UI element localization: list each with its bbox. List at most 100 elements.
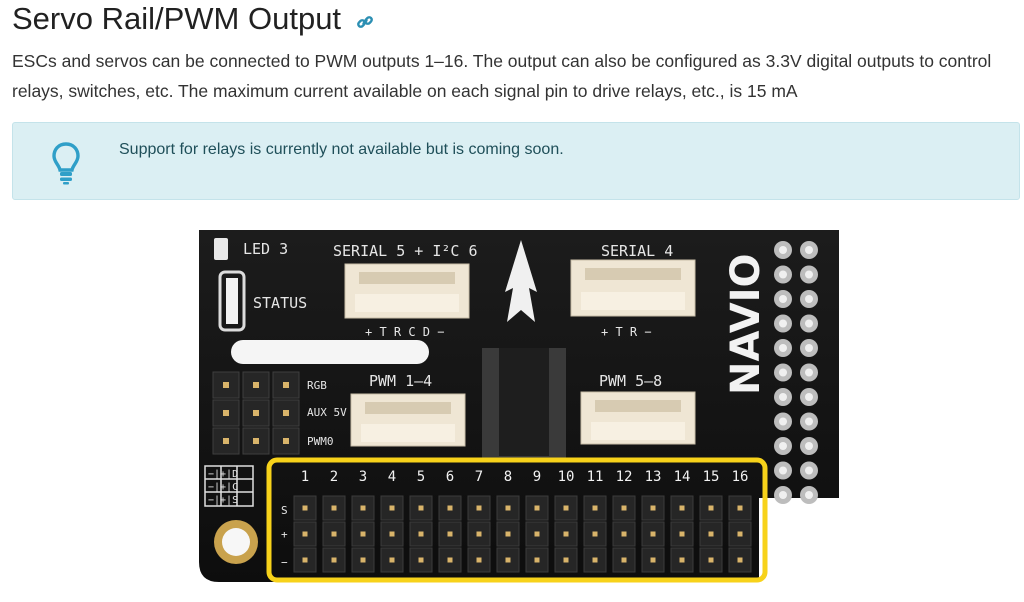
rail-number-5: 5 (417, 469, 425, 485)
aux-pin (223, 382, 229, 388)
pin-legend (204, 465, 254, 507)
rail-pin (360, 531, 366, 537)
rail-pin (389, 531, 395, 537)
rail-pin (360, 557, 366, 563)
aux-pin (283, 410, 289, 416)
aux-pin (223, 438, 229, 444)
rail-pin (331, 557, 337, 563)
rail-pin (592, 505, 598, 511)
rail-number-12: 12 (616, 469, 633, 485)
aux-pin (283, 438, 289, 444)
serial5-label: SERIAL 5 + I²C 6 (333, 242, 478, 260)
serial4-pin-labels: + T R − (601, 325, 652, 339)
rail-number-6: 6 (446, 469, 454, 485)
aux-pin (253, 382, 259, 388)
tip-callout: Support for relays is currently not avai… (12, 122, 1020, 200)
rail-pin (708, 531, 714, 537)
rail-pin (563, 531, 569, 537)
rail-number-15: 15 (703, 469, 720, 485)
gpio-hole (805, 466, 813, 475)
aux-pin (253, 438, 259, 444)
gpio-hole (805, 295, 813, 303)
serial5-connector (344, 263, 470, 319)
pwm14-label: PWM 1–4 (369, 372, 432, 390)
rail-row-plus: + (281, 528, 288, 541)
link-icon[interactable] (356, 2, 374, 40)
rail-pin (389, 557, 395, 563)
rail-pin (360, 505, 366, 511)
rail-pin (679, 557, 685, 563)
rail-number-11: 11 (587, 469, 604, 485)
rail-pin (737, 557, 743, 563)
rail-pin (708, 557, 714, 563)
gpio-hole (805, 319, 813, 328)
rail-pin (650, 505, 656, 511)
rail-number-2: 2 (330, 469, 338, 485)
tip-text: Support for relays is currently not avai… (119, 141, 564, 158)
rail-pin (563, 505, 569, 511)
rail-pin (621, 531, 627, 537)
gpio-hole (779, 442, 787, 450)
rail-number-8: 8 (504, 469, 512, 485)
aux-header (212, 371, 300, 455)
lightbulb-icon (51, 141, 81, 190)
gpio-hole (805, 491, 813, 499)
rail-number-10: 10 (558, 469, 575, 485)
gpio-hole (805, 368, 813, 377)
gpio-hole (805, 344, 813, 352)
pwm0-label: PWM0 (307, 435, 334, 448)
rail-number-4: 4 (388, 469, 396, 485)
serial4-label: SERIAL 4 (601, 242, 673, 260)
gpio-hole (779, 295, 787, 303)
rgb-label: RGB (307, 379, 327, 392)
rail-pin (679, 531, 685, 537)
legend-row-1: −|+|D (208, 469, 238, 480)
rail-pin (505, 531, 511, 537)
rail-pin (708, 505, 714, 511)
pwm58-label: PWM 5–8 (599, 372, 662, 390)
aux-pin (223, 410, 229, 416)
rail-pin (534, 531, 540, 537)
rail-pin (476, 505, 482, 511)
gpio-hole (805, 246, 813, 254)
rail-number-3: 3 (359, 469, 367, 485)
rail-number-1: 1 (301, 469, 309, 485)
rail-pin (737, 531, 743, 537)
rail-number-13: 13 (645, 469, 662, 485)
rail-pin (302, 531, 308, 537)
rail-pin (331, 531, 337, 537)
rail-pin (302, 557, 308, 563)
rail-pin (418, 531, 424, 537)
serial4-connector (570, 259, 696, 317)
rail-pin (447, 505, 453, 511)
rail-pin (418, 505, 424, 511)
rail-pin (505, 557, 511, 563)
gpio-hole (779, 368, 787, 377)
ic-chip (499, 348, 549, 456)
rail-row-s: S (281, 504, 288, 517)
legend-row-3: −|+|S (208, 495, 238, 506)
gpio-hole (779, 491, 787, 499)
gpio-hole (805, 417, 813, 426)
rail-pin (447, 531, 453, 537)
pwm14-connector (350, 393, 466, 447)
rail-pins (293, 495, 752, 573)
rail-pin (447, 557, 453, 563)
rail-number-9: 9 (533, 469, 541, 485)
gpio-hole (779, 246, 787, 254)
serial5-pin-labels: + T R C D − (365, 325, 444, 339)
rail-pin (476, 531, 482, 537)
rail-number-14: 14 (674, 469, 691, 485)
gpio-hole (779, 466, 787, 475)
servo-rail-highlight (266, 457, 768, 583)
rail-number-16: 16 (732, 469, 749, 485)
section-paragraph: ESCs and servos can be connected to PWM … (12, 51, 992, 101)
rail-pin (737, 505, 743, 511)
gpio-hole (805, 393, 813, 401)
rail-pin (302, 505, 308, 511)
gpio-hole (805, 270, 813, 279)
gpio-header (774, 241, 818, 504)
gpio-hole (805, 442, 813, 450)
rail-pin (476, 557, 482, 563)
